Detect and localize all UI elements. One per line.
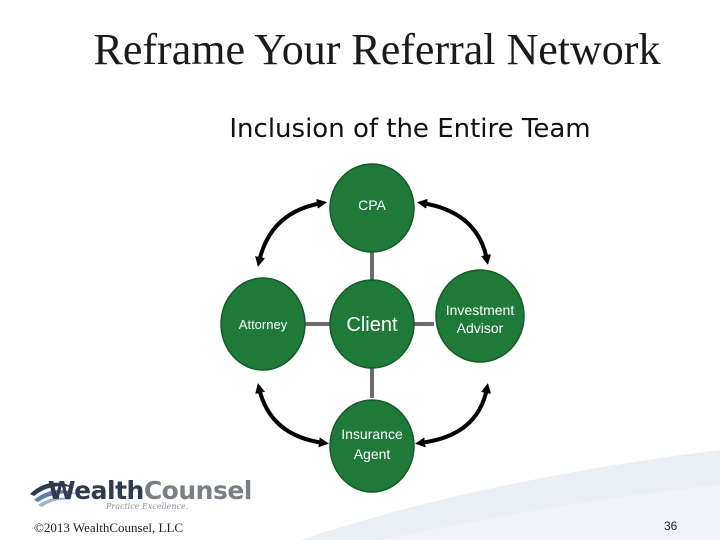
page-number: 36 <box>664 519 678 533</box>
node-insurance-label-line1: Insurance <box>341 426 403 442</box>
node-attorney-label: Attorney <box>239 317 288 332</box>
node-client-label: Client <box>346 314 398 336</box>
arrow-attorney-insurance <box>255 383 329 448</box>
arrow-advisor-insurance <box>415 383 491 448</box>
arrow-cpa-advisor <box>417 198 491 265</box>
logo-counsel: Counsel <box>143 476 253 505</box>
logo-wordmark: WealthCounsel <box>48 476 252 505</box>
footer-wave-decoration-light <box>380 485 720 540</box>
node-client: Client <box>329 279 415 369</box>
node-investment-advisor: Investment Advisor <box>435 269 525 363</box>
arrow-cpa-attorney <box>255 198 327 267</box>
copyright: ©2013 WealthCounsel, LLC <box>34 520 184 535</box>
slide-subtitle: Inclusion of the Entire Team <box>229 114 591 144</box>
node-insurance-label-line2: Agent <box>354 446 391 462</box>
node-advisor-label-line1: Investment <box>446 302 515 318</box>
wealthcounsel-swoosh-icon <box>30 482 76 507</box>
node-cpa: CPA <box>329 163 415 253</box>
node-attorney: Attorney <box>220 277 306 371</box>
node-advisor-label-line2: Advisor <box>457 320 504 336</box>
node-cpa-label: CPA <box>358 197 386 213</box>
slide-title: Reframe Your Referral Network <box>93 25 661 74</box>
logo-wealth: Wealth <box>48 476 144 505</box>
node-insurance-agent: Insurance Agent <box>329 399 415 493</box>
logo-tagline: Practice Excellence. <box>106 502 189 511</box>
